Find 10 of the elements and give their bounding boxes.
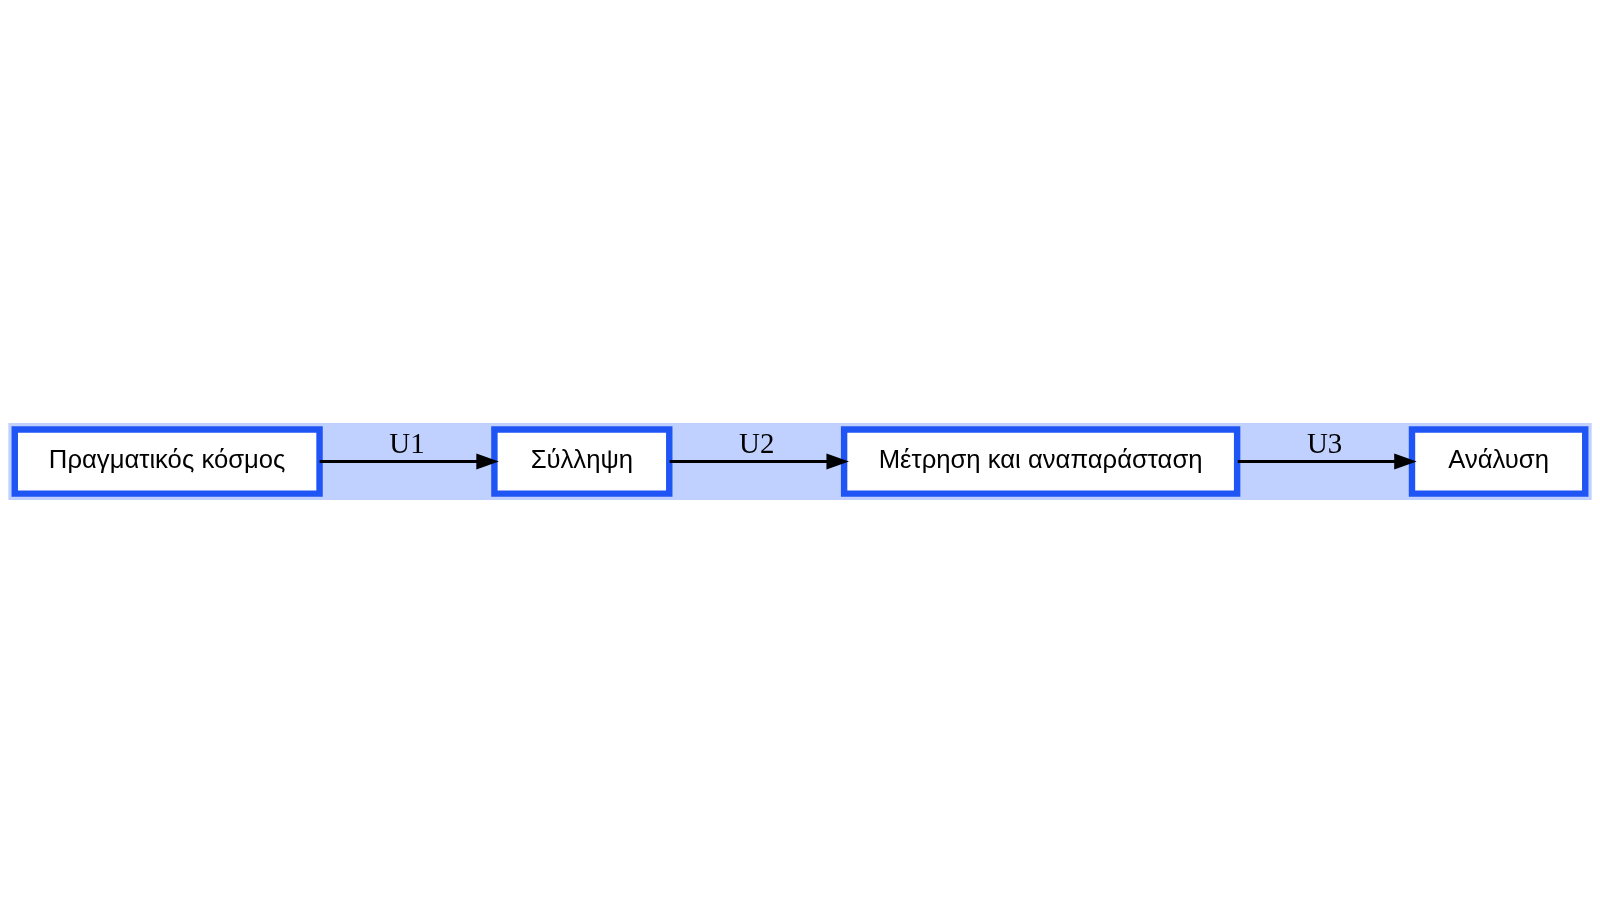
node-box: Πραγματικός κόσμος: [11, 425, 323, 497]
edge-label: U1: [389, 426, 425, 459]
node-box: Ανάλυση: [1408, 425, 1589, 497]
node-box: Μέτρηση και αναπαράσταση: [840, 425, 1241, 497]
edge-label: U2: [739, 426, 775, 459]
arrow: [669, 453, 849, 469]
arrow: [1237, 453, 1417, 469]
arrow: [319, 453, 499, 469]
edge-label: U3: [1306, 426, 1343, 459]
node-box: Σύλληψη: [491, 425, 673, 497]
